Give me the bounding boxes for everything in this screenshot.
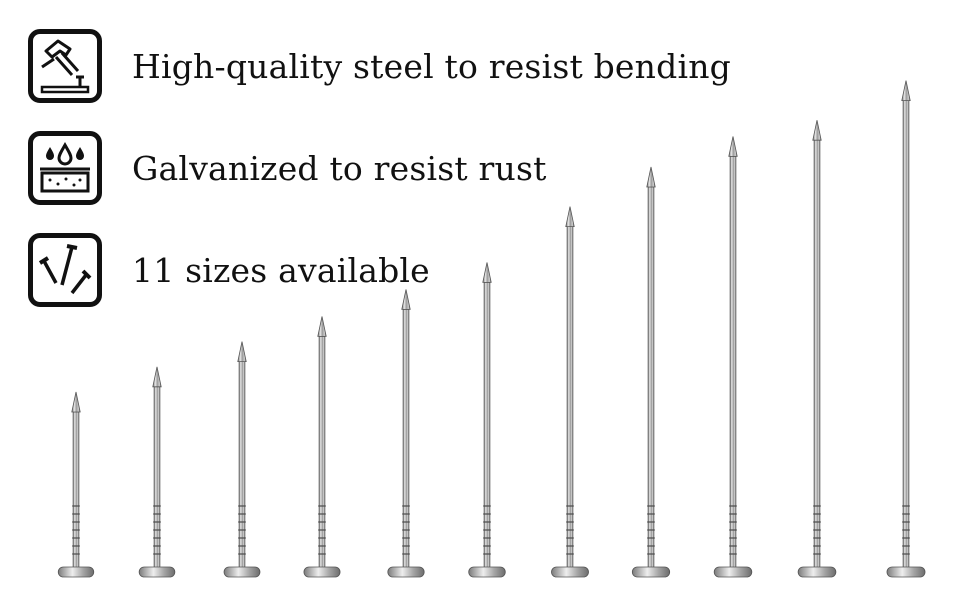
nail-9	[713, 136, 753, 578]
nail-3	[223, 341, 261, 578]
feature-sizes: 11 sizes available	[28, 228, 430, 312]
scattered-nails-icon	[28, 233, 102, 307]
feature-steel: High-quality steel to resist bending	[28, 24, 731, 108]
hammer-nail-icon	[28, 29, 102, 103]
nail-2	[138, 366, 176, 578]
nail-1	[57, 391, 95, 578]
nail-5	[387, 289, 425, 578]
nail-8	[631, 166, 671, 578]
nail-7	[551, 206, 589, 578]
feature-label-galvanized: Galvanized to resist rust	[132, 148, 547, 188]
feature-label-sizes: 11 sizes available	[132, 250, 430, 290]
nail-10	[797, 120, 837, 578]
nail-11	[886, 80, 926, 578]
feature-galvanized: Galvanized to resist rust	[28, 126, 547, 210]
feature-label-steel: High-quality steel to resist bending	[132, 46, 731, 86]
nail-4	[303, 316, 341, 578]
water-drops-galvanized-icon	[28, 131, 102, 205]
nail-6	[468, 262, 506, 578]
